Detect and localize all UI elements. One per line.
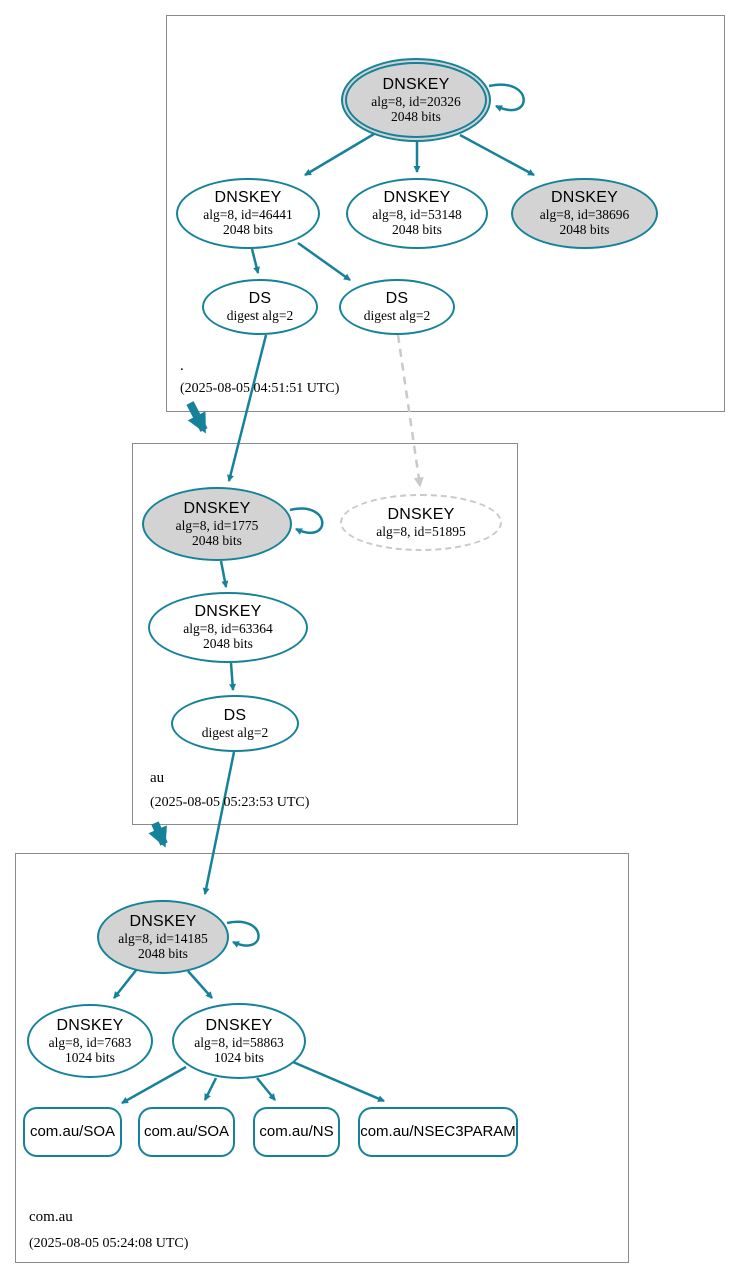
node-title: DNSKEY bbox=[387, 505, 455, 523]
rrset-node-com-au-ns[interactable]: com.au/NS bbox=[253, 1107, 340, 1157]
ds-node-au[interactable]: DS digest alg=2 bbox=[171, 695, 299, 752]
rrset-node-com-au-soa-2[interactable]: com.au/SOA bbox=[138, 1107, 235, 1157]
node-bits: 2048 bits bbox=[192, 532, 242, 548]
node-bits: 2048 bits bbox=[559, 222, 610, 238]
ds-node-root-1[interactable]: DS digest alg=2 bbox=[202, 279, 318, 335]
dnskey-node-46441[interactable]: DNSKEY alg=8, id=46441 2048 bits bbox=[176, 178, 320, 249]
node-bits: 2048 bits bbox=[392, 222, 442, 238]
rrset-node-com-au-soa-1[interactable]: com.au/SOA bbox=[23, 1107, 122, 1157]
node-bits: 1024 bits bbox=[65, 1049, 115, 1065]
node-detail: alg=8, id=46441 bbox=[203, 207, 293, 223]
node-detail: alg=8, id=14185 bbox=[118, 930, 208, 946]
node-detail: alg=8, id=53148 bbox=[372, 207, 462, 223]
node-bits: 1024 bits bbox=[214, 1049, 264, 1065]
node-bits: 2048 bits bbox=[203, 636, 253, 652]
node-title: DNSKEY bbox=[382, 75, 450, 93]
node-detail: digest alg=2 bbox=[363, 308, 431, 324]
zone-box-root bbox=[166, 15, 725, 412]
rrset-label: com.au/NS bbox=[259, 1122, 334, 1140]
node-bits: 2048 bits bbox=[391, 108, 441, 124]
node-title: DNSKEY bbox=[214, 189, 282, 207]
dnskey-node-63364[interactable]: DNSKEY alg=8, id=63364 2048 bits bbox=[148, 592, 308, 663]
node-title: DNSKEY bbox=[56, 1016, 124, 1034]
node-detail: alg=8, id=38696 bbox=[539, 207, 630, 223]
ds-node-root-2[interactable]: DS digest alg=2 bbox=[339, 279, 455, 335]
zone-name-root: . bbox=[180, 358, 184, 374]
node-detail: alg=8, id=63364 bbox=[183, 621, 273, 637]
zone-name-com-au: com.au bbox=[29, 1209, 73, 1225]
zone-timestamp-root: (2025-08-05 04:51:51 UTC) bbox=[180, 381, 340, 396]
edge-zone-au-to-com-au bbox=[148, 821, 168, 848]
node-bits: 2048 bits bbox=[223, 222, 273, 238]
dnskey-node-58863[interactable]: DNSKEY alg=8, id=58863 1024 bits bbox=[172, 1003, 306, 1079]
node-title: DS bbox=[248, 290, 272, 308]
node-detail: alg=8, id=20326 bbox=[371, 93, 461, 109]
node-detail: digest alg=2 bbox=[226, 308, 294, 324]
node-title: DNSKEY bbox=[383, 189, 451, 207]
zone-timestamp-au: (2025-08-05 05:23:53 UTC) bbox=[150, 795, 310, 810]
dnskey-node-20326[interactable]: DNSKEY alg=8, id=20326 2048 bits bbox=[341, 58, 491, 142]
node-title: DNSKEY bbox=[205, 1016, 273, 1034]
rrset-label: com.au/NSEC3PARAM bbox=[360, 1122, 516, 1140]
rrset-label: com.au/SOA bbox=[143, 1122, 230, 1140]
node-title: DS bbox=[385, 290, 409, 308]
node-detail: digest alg=2 bbox=[201, 724, 269, 740]
node-detail: alg=8, id=51895 bbox=[376, 523, 466, 539]
zone-timestamp-com-au: (2025-08-05 05:24:08 UTC) bbox=[29, 1236, 189, 1251]
rrset-node-com-au-nsec3param[interactable]: com.au/NSEC3PARAM bbox=[358, 1107, 518, 1157]
node-detail: alg=8, id=7683 bbox=[48, 1034, 132, 1050]
node-title: DNSKEY bbox=[551, 189, 618, 207]
dnskey-node-51895-insecure[interactable]: DNSKEY alg=8, id=51895 bbox=[340, 494, 502, 551]
node-detail: alg=8, id=58863 bbox=[194, 1034, 284, 1050]
dnskey-node-53148[interactable]: DNSKEY alg=8, id=53148 2048 bits bbox=[346, 178, 488, 249]
dnskey-node-7683[interactable]: DNSKEY alg=8, id=7683 1024 bits bbox=[27, 1004, 153, 1078]
rrset-label: com.au/SOA bbox=[29, 1122, 116, 1140]
node-title: DNSKEY bbox=[183, 499, 251, 517]
zone-box-au bbox=[132, 443, 518, 825]
zone-name-au: au bbox=[150, 770, 165, 786]
node-detail: alg=8, id=1775 bbox=[175, 517, 259, 533]
node-bits: 2048 bits bbox=[138, 945, 188, 961]
dnskey-node-38696[interactable]: DNSKEY alg=8, id=38696 2048 bits bbox=[511, 178, 658, 249]
zone-box-com-au bbox=[15, 853, 629, 1263]
node-title: DNSKEY bbox=[194, 603, 262, 621]
dnskey-node-14185[interactable]: DNSKEY alg=8, id=14185 2048 bits bbox=[97, 900, 229, 974]
node-title: DNSKEY bbox=[129, 912, 197, 930]
node-title: DS bbox=[223, 706, 247, 724]
dnskey-node-1775[interactable]: DNSKEY alg=8, id=1775 2048 bits bbox=[142, 487, 292, 561]
